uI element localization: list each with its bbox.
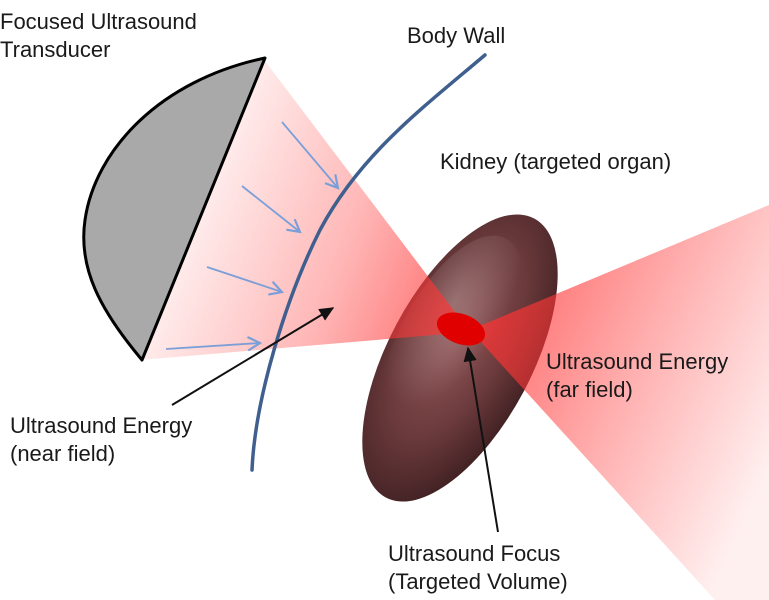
body-wall-label-text: Body Wall [407, 22, 505, 50]
body-wall-label: Body Wall [407, 22, 505, 50]
transducer-label-line1: Focused Ultrasound [0, 8, 197, 36]
transducer-label-line2: Transducer [0, 36, 197, 64]
focus-label: Ultrasound Focus (Targeted Volume) [388, 540, 568, 596]
transducer-label: Focused Ultrasound Transducer [0, 8, 197, 64]
far-field-label-line1: Ultrasound Energy [546, 348, 728, 376]
kidney-label-text: Kidney (targeted organ) [440, 148, 671, 176]
near-field-label-line2: (near field) [10, 440, 192, 468]
focus-label-line1: Ultrasound Focus [388, 540, 568, 568]
focus-label-line2: (Targeted Volume) [388, 568, 568, 596]
kidney-label: Kidney (targeted organ) [440, 148, 671, 176]
near-field-label: Ultrasound Energy (near field) [10, 412, 192, 468]
far-field-label-line2: (far field) [546, 376, 728, 404]
far-field-label: Ultrasound Energy (far field) [546, 348, 728, 404]
near-field-label-line1: Ultrasound Energy [10, 412, 192, 440]
